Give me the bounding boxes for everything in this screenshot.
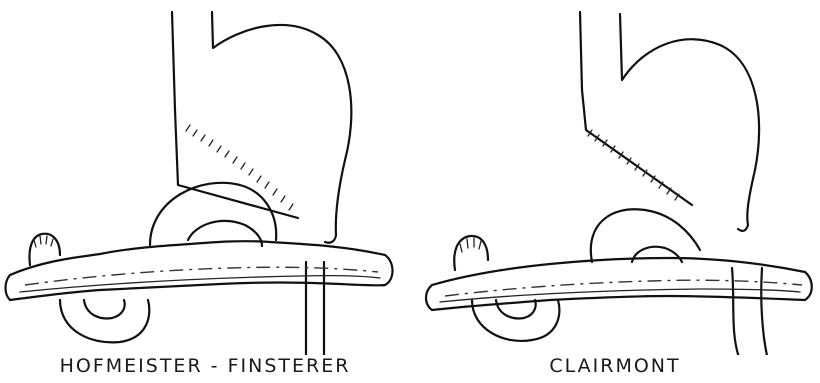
colon-upper xyxy=(10,241,385,275)
hofmeister-finsterer-drawing xyxy=(0,0,410,355)
stomach-remnant-outline xyxy=(172,12,298,218)
jejunal-loop-inner xyxy=(632,247,682,262)
colon-vessel-dashed xyxy=(445,280,802,296)
suture-line xyxy=(186,125,293,210)
clairmont-drawing xyxy=(410,0,820,355)
hofmeister-finsterer-figure: HOFMEISTER - FINSTERER xyxy=(0,0,410,383)
lower-loop-outer xyxy=(60,300,149,342)
colon-upper xyxy=(432,258,805,285)
lower-loop-inner xyxy=(84,300,125,318)
clairmont-figure: CLAIRMONT xyxy=(410,0,820,383)
colon-lower xyxy=(10,283,385,301)
duodenal-stump xyxy=(454,236,488,270)
figure-caption: HOFMEISTER - FINSTERER xyxy=(0,355,410,377)
jejunal-loop-outer xyxy=(591,209,700,262)
stomach-fundus-outline xyxy=(212,12,351,243)
figure-caption: CLAIRMONT xyxy=(410,355,820,377)
stomach-fundus-outline xyxy=(620,14,759,231)
